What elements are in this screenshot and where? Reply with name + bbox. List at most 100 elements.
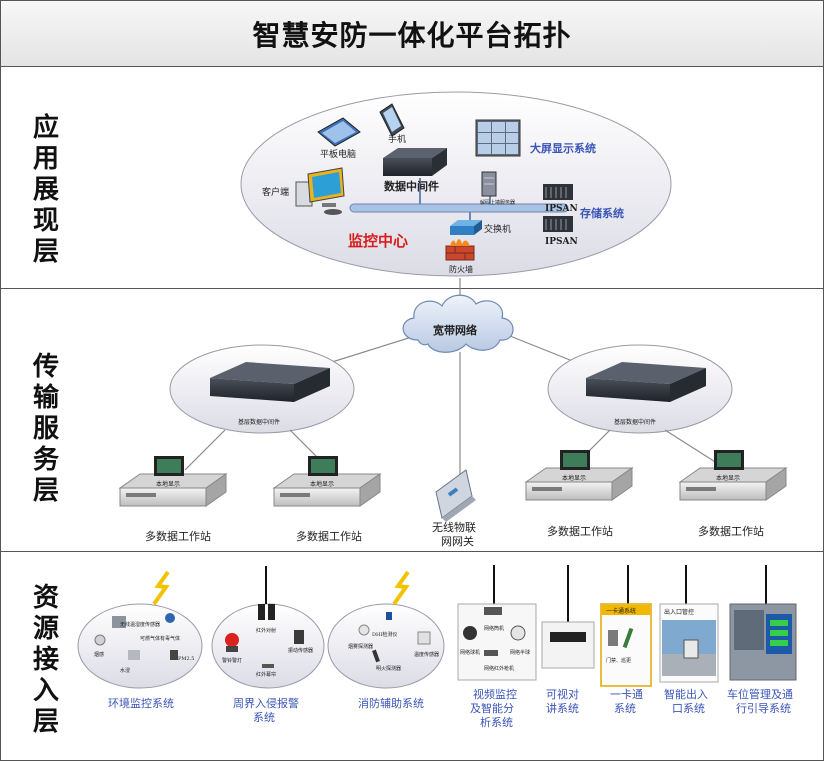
phone-label: 手机 [388,133,406,145]
fire-item-1: 烟雾探测器 [348,643,373,650]
ipsan-a-label: IPSAN [545,204,578,214]
parking-system-label-2: 行引导系统 [736,701,791,715]
video-wall-label: 大屏显示系统 [530,141,596,155]
fire-item-0: DHI检测仪 [372,631,397,638]
video-item-2: 网络半球 [510,649,530,656]
decoder-label: 解码上墙服务器 [480,199,515,206]
gate-booth-icon [683,639,699,659]
perimeter-sensor-icons [225,604,304,668]
client-pc-icon [295,167,345,215]
env-system-label: 环境监控系统 [108,696,174,710]
fire-item-3: 明火探测器 [376,665,401,672]
perimeter-item-3: 红外幕帘 [256,671,276,678]
env-item-0: 无线温湿度传感器 [120,621,160,628]
firewall-icon [445,239,475,261]
ipsan-storage-a-icon [543,184,573,200]
card-header-bar [602,605,650,615]
right-mw-ws4-link [664,429,721,466]
card-system-label-2: 系统 [614,702,636,715]
workstation-3-label: 多数据工作站 [547,524,613,538]
env-item-5: PM2.5 [178,656,194,662]
perimeter-item-1: 振动传感器 [288,647,313,654]
data-middleware-icon [383,148,447,176]
fire-sensor-icons [358,612,431,663]
monitoring-center-label: 监控中心 [348,232,408,250]
broadband-label: 宽带网络 [432,323,477,337]
card-item-0: 门禁、巡更 [606,657,631,664]
video-item-1: 网络球机 [460,649,480,656]
right-base-middleware-icon [586,362,706,402]
video-device-panel [457,603,537,681]
switch-icon [450,220,482,235]
intercom-system-label-2: 讲系统 [546,701,579,715]
phone-icon [379,103,405,137]
ipsan-b-label: IPSAN [545,237,578,247]
perimeter-system-label-1: 周界入侵报警 [233,696,299,710]
video-system-label-3: 析系统 [480,715,513,729]
gate-system-label-1: 智能出入 [664,687,708,701]
workstation-1-icon [118,456,228,507]
fire-wireless-icon [392,570,410,606]
title-bar: 智慧安防一体化平台拓扑 [0,0,824,67]
intercom-display-icon [550,632,586,642]
env-cloud [77,603,203,689]
parking-system-label-1: 车位管理及通 [727,687,793,701]
workstation-4-icon [678,450,788,501]
fire-cloud [327,603,445,689]
workstation-3-icon [524,450,634,501]
middleware-label: 数据中间件 [384,179,439,193]
left-mw-ws1-link [184,429,226,471]
video-item-3: 网络红外枪机 [484,665,514,672]
ipsan-storage-b-icon [543,216,573,232]
storage-system-label: 存储系统 [580,206,624,220]
parking-lot-icon [734,610,764,650]
firewall-label: 防火墙 [449,264,473,274]
right-base-mw-label: 基层数据中间件 [614,418,656,426]
video-system-label-1: 视频监控 [473,687,517,701]
patrol-wand-icon [622,627,634,649]
video-wall-icon [475,119,521,157]
fire-item-2: 温度传感器 [414,651,439,658]
resource-layer-label: 资源接入层 [32,583,59,737]
tablet-label: 平板电脑 [320,148,356,160]
intercom-system-label-1: 可视对 [546,687,579,701]
gate-system-label-2: 口系统 [672,702,705,715]
workstation-2-label: 多数据工作站 [296,529,362,543]
workstation-1-label: 多数据工作站 [145,529,211,543]
fire-system-label: 消防辅助系统 [358,696,424,710]
env-item-3: 烟感 [94,651,104,658]
perimeter-item-0: 红外对射 [256,627,276,634]
left-base-middleware-icon [210,362,330,402]
perimeter-item-2: 警铃警灯 [222,657,242,664]
gateway-label-2: 网网关 [441,534,474,548]
gateway-label-1: 无线物联 [432,520,476,534]
env-item-4: 水浸 [120,667,130,674]
env-wireless-icon [152,570,170,606]
switch-label: 交换机 [484,223,511,235]
video-camera-icons [463,607,526,656]
tablet-icon [317,117,361,147]
perimeter-system-label-2: 系统 [253,711,275,724]
decoder-server-icon [481,171,497,197]
ws2-screen-label: 本地显示 [310,480,334,488]
workstation-2-icon [272,456,382,507]
left-base-mw-label: 基层数据中间件 [238,418,280,426]
gate-header-label: 出入口管控 [664,608,694,616]
client-label: 客户端 [262,186,289,198]
broadband-cloud [402,294,514,353]
card-system-label-1: 一卡通 [610,688,643,701]
app-layer-label: 应用展现层 [32,113,59,267]
env-item-2: 有毒气体 [160,635,180,642]
workstation-4-label: 多数据工作站 [698,524,764,538]
wireless-gateway-icon [435,469,476,522]
ws3-screen-label: 本地显示 [562,474,586,482]
card-header-label: 一卡通系统 [606,607,636,615]
gate-road-icon [662,654,716,676]
backbone-bus [349,203,569,213]
video-system-label-2: 及智能分 [470,701,514,715]
env-sensor-icons [94,613,178,660]
card-reader-icon [608,630,618,646]
intercom-device-icon [541,621,595,669]
